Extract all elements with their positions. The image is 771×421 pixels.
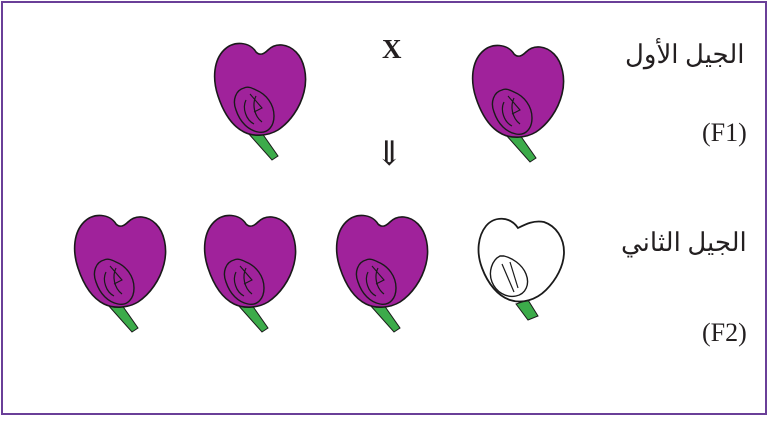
gen1-label: الجيل الأول: [625, 40, 744, 70]
f2-flower-3-purple: [332, 210, 432, 335]
f2-flower-4-white: [472, 212, 572, 337]
f2-flower-1-purple: [70, 210, 170, 335]
down-arrow-icon: ⇓: [375, 138, 404, 172]
gen1-code: (F1): [702, 118, 747, 148]
cross-symbol: X: [382, 34, 402, 65]
gen2-code: (F2): [702, 318, 747, 348]
gen2-label: الجيل الثاني: [621, 228, 747, 258]
f2-flower-2-purple: [200, 210, 300, 335]
f1-flower-left-purple: [210, 38, 310, 163]
f1-flower-right-purple: [468, 40, 568, 165]
